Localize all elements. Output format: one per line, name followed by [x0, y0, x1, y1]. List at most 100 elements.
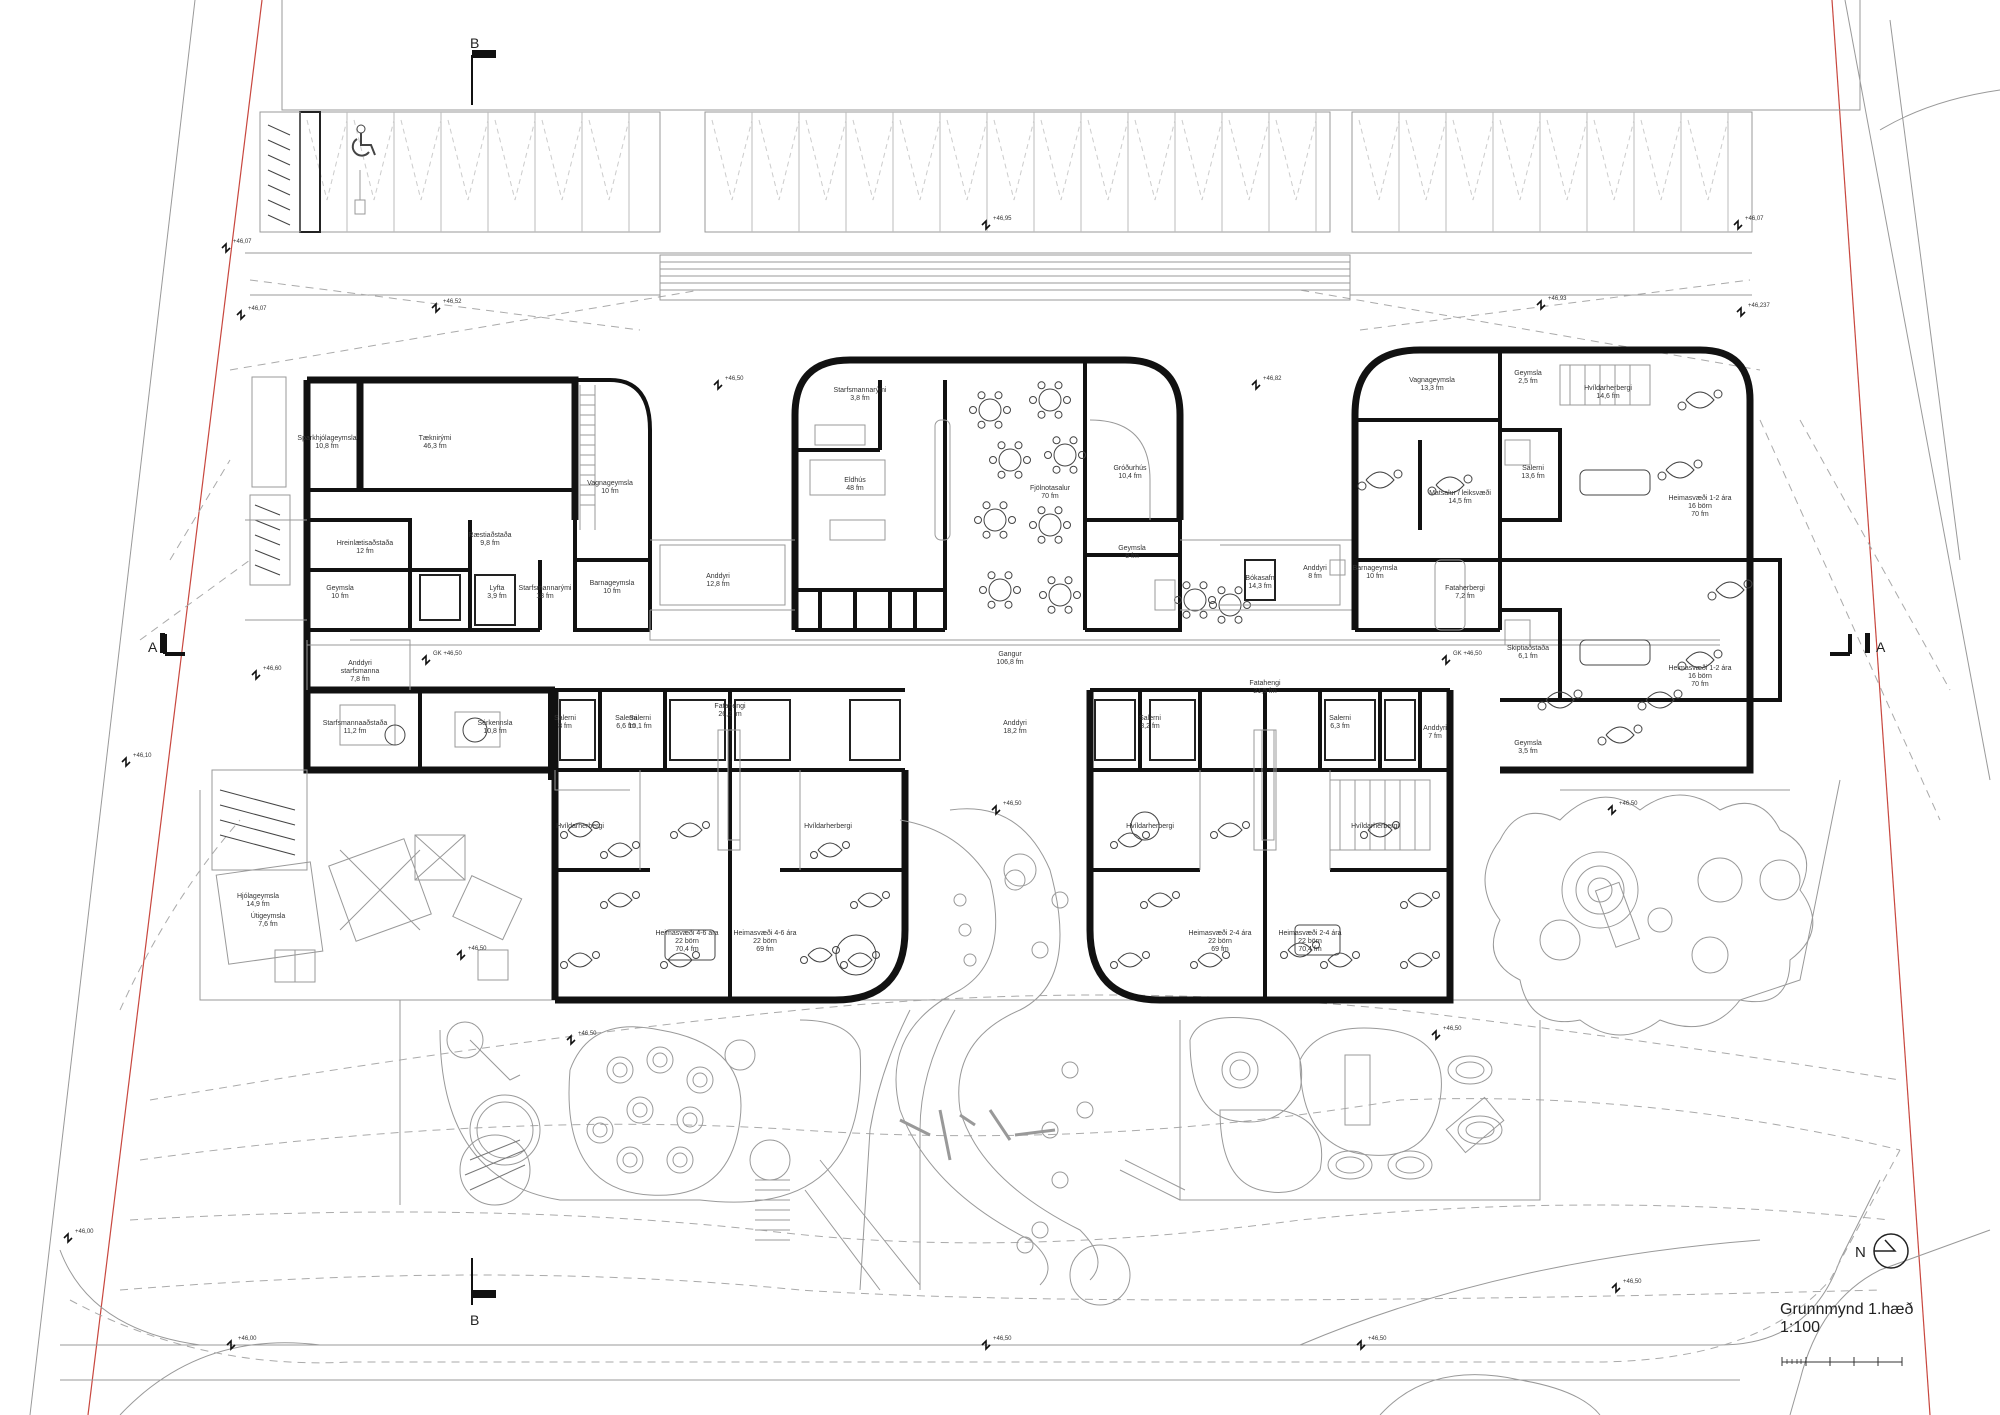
level-value: +46,237 [1748, 303, 1771, 309]
contour-5 [119, 819, 241, 1011]
section-marker-b-top: B [470, 35, 496, 105]
site-curve-ne [1879, 89, 2000, 131]
contour-8 [139, 459, 251, 641]
level-marker: +46,07 [1733, 216, 1764, 231]
accessible-parking-icon [351, 124, 376, 157]
level-value: +46,52 [443, 299, 462, 305]
level-value: +46,50 [1619, 801, 1638, 807]
level-value: +46,82 [1263, 376, 1282, 382]
room-label-hvild_4: Hvíldarherbergi [1351, 823, 1399, 830]
level-value: +46,50 [1443, 1026, 1462, 1032]
level-marker: +46,50 [981, 1336, 1012, 1351]
title-block: Grunnmynd 1.hæð 1:100 [1780, 1301, 1914, 1366]
level-value: +46,07 [233, 239, 252, 245]
drawing-scale: 1:100 [1780, 1319, 1820, 1336]
drawing-title: Grunnmynd 1.hæð [1780, 1301, 1914, 1318]
level-marker: +46,93 [1536, 296, 1567, 311]
level-marker: +46,50 [1607, 801, 1638, 816]
level-value: +46,00 [238, 1336, 257, 1342]
level-marker: +46,237 [1736, 303, 1771, 318]
level-value: +46,10 [133, 753, 152, 759]
central-block [791, 356, 1251, 632]
level-value: +46,07 [1745, 216, 1764, 222]
contour-6 [1759, 419, 1941, 821]
level-marker: +46,82 [1251, 376, 1282, 391]
corridor-links [307, 539, 1720, 646]
playground [274, 794, 1814, 1306]
property-line-east [1831, 0, 1931, 1415]
contour-1 [149, 994, 1901, 1101]
level-marker: +46,50 [1356, 1336, 1387, 1351]
level-value: +46,50 [725, 376, 744, 382]
section-marker-b-bottom: B [470, 1258, 496, 1328]
dashed-contour-top2 [249, 279, 1751, 331]
west-wing [211, 376, 652, 965]
level-marker: +46,00 [63, 1229, 94, 1244]
level-marker: +46,07 [221, 239, 252, 254]
section-marker-a-right: A [1830, 633, 1886, 656]
level-marker: +46,60 [251, 666, 282, 681]
section-label-a-left: A [148, 639, 158, 655]
level-value: +46,50 [468, 946, 487, 952]
east-wing [1351, 346, 1782, 774]
level-marker: +46,50 [713, 376, 744, 391]
level-marker: +46,00 [226, 1336, 257, 1351]
level-value: +46,50 [1623, 1279, 1642, 1285]
level-marker: +46,07 [236, 306, 267, 321]
outdoor-storage [215, 861, 324, 965]
level-marker: +46,50 [456, 946, 487, 961]
yard-edge-south [440, 779, 1841, 1001]
level-marker: +46,50 [1611, 1279, 1642, 1294]
level-value: +46,50 [1003, 801, 1022, 807]
north-label: N [1855, 1244, 1866, 1261]
room-label-hvild_1: Hvíldarherbergi [556, 823, 604, 830]
site-line-ne [1889, 19, 1961, 561]
section-marker-a-left: A [148, 633, 185, 656]
parking-lot [281, 0, 1861, 233]
north-arrow: N [1855, 1233, 1909, 1269]
property-line-west [87, 0, 263, 1415]
contour-2 [139, 1098, 1901, 1161]
level-value: GK +46,50 [1453, 651, 1483, 657]
level-value: +46,60 [263, 666, 282, 672]
exterior-storage-west [251, 376, 287, 488]
bike-rack-west [259, 111, 301, 233]
level-marker: GK +46,50 [1441, 651, 1483, 666]
level-marker: +46,50 [991, 801, 1022, 816]
scale-bar [1781, 1357, 1903, 1366]
level-value: +46,50 [993, 1336, 1012, 1342]
